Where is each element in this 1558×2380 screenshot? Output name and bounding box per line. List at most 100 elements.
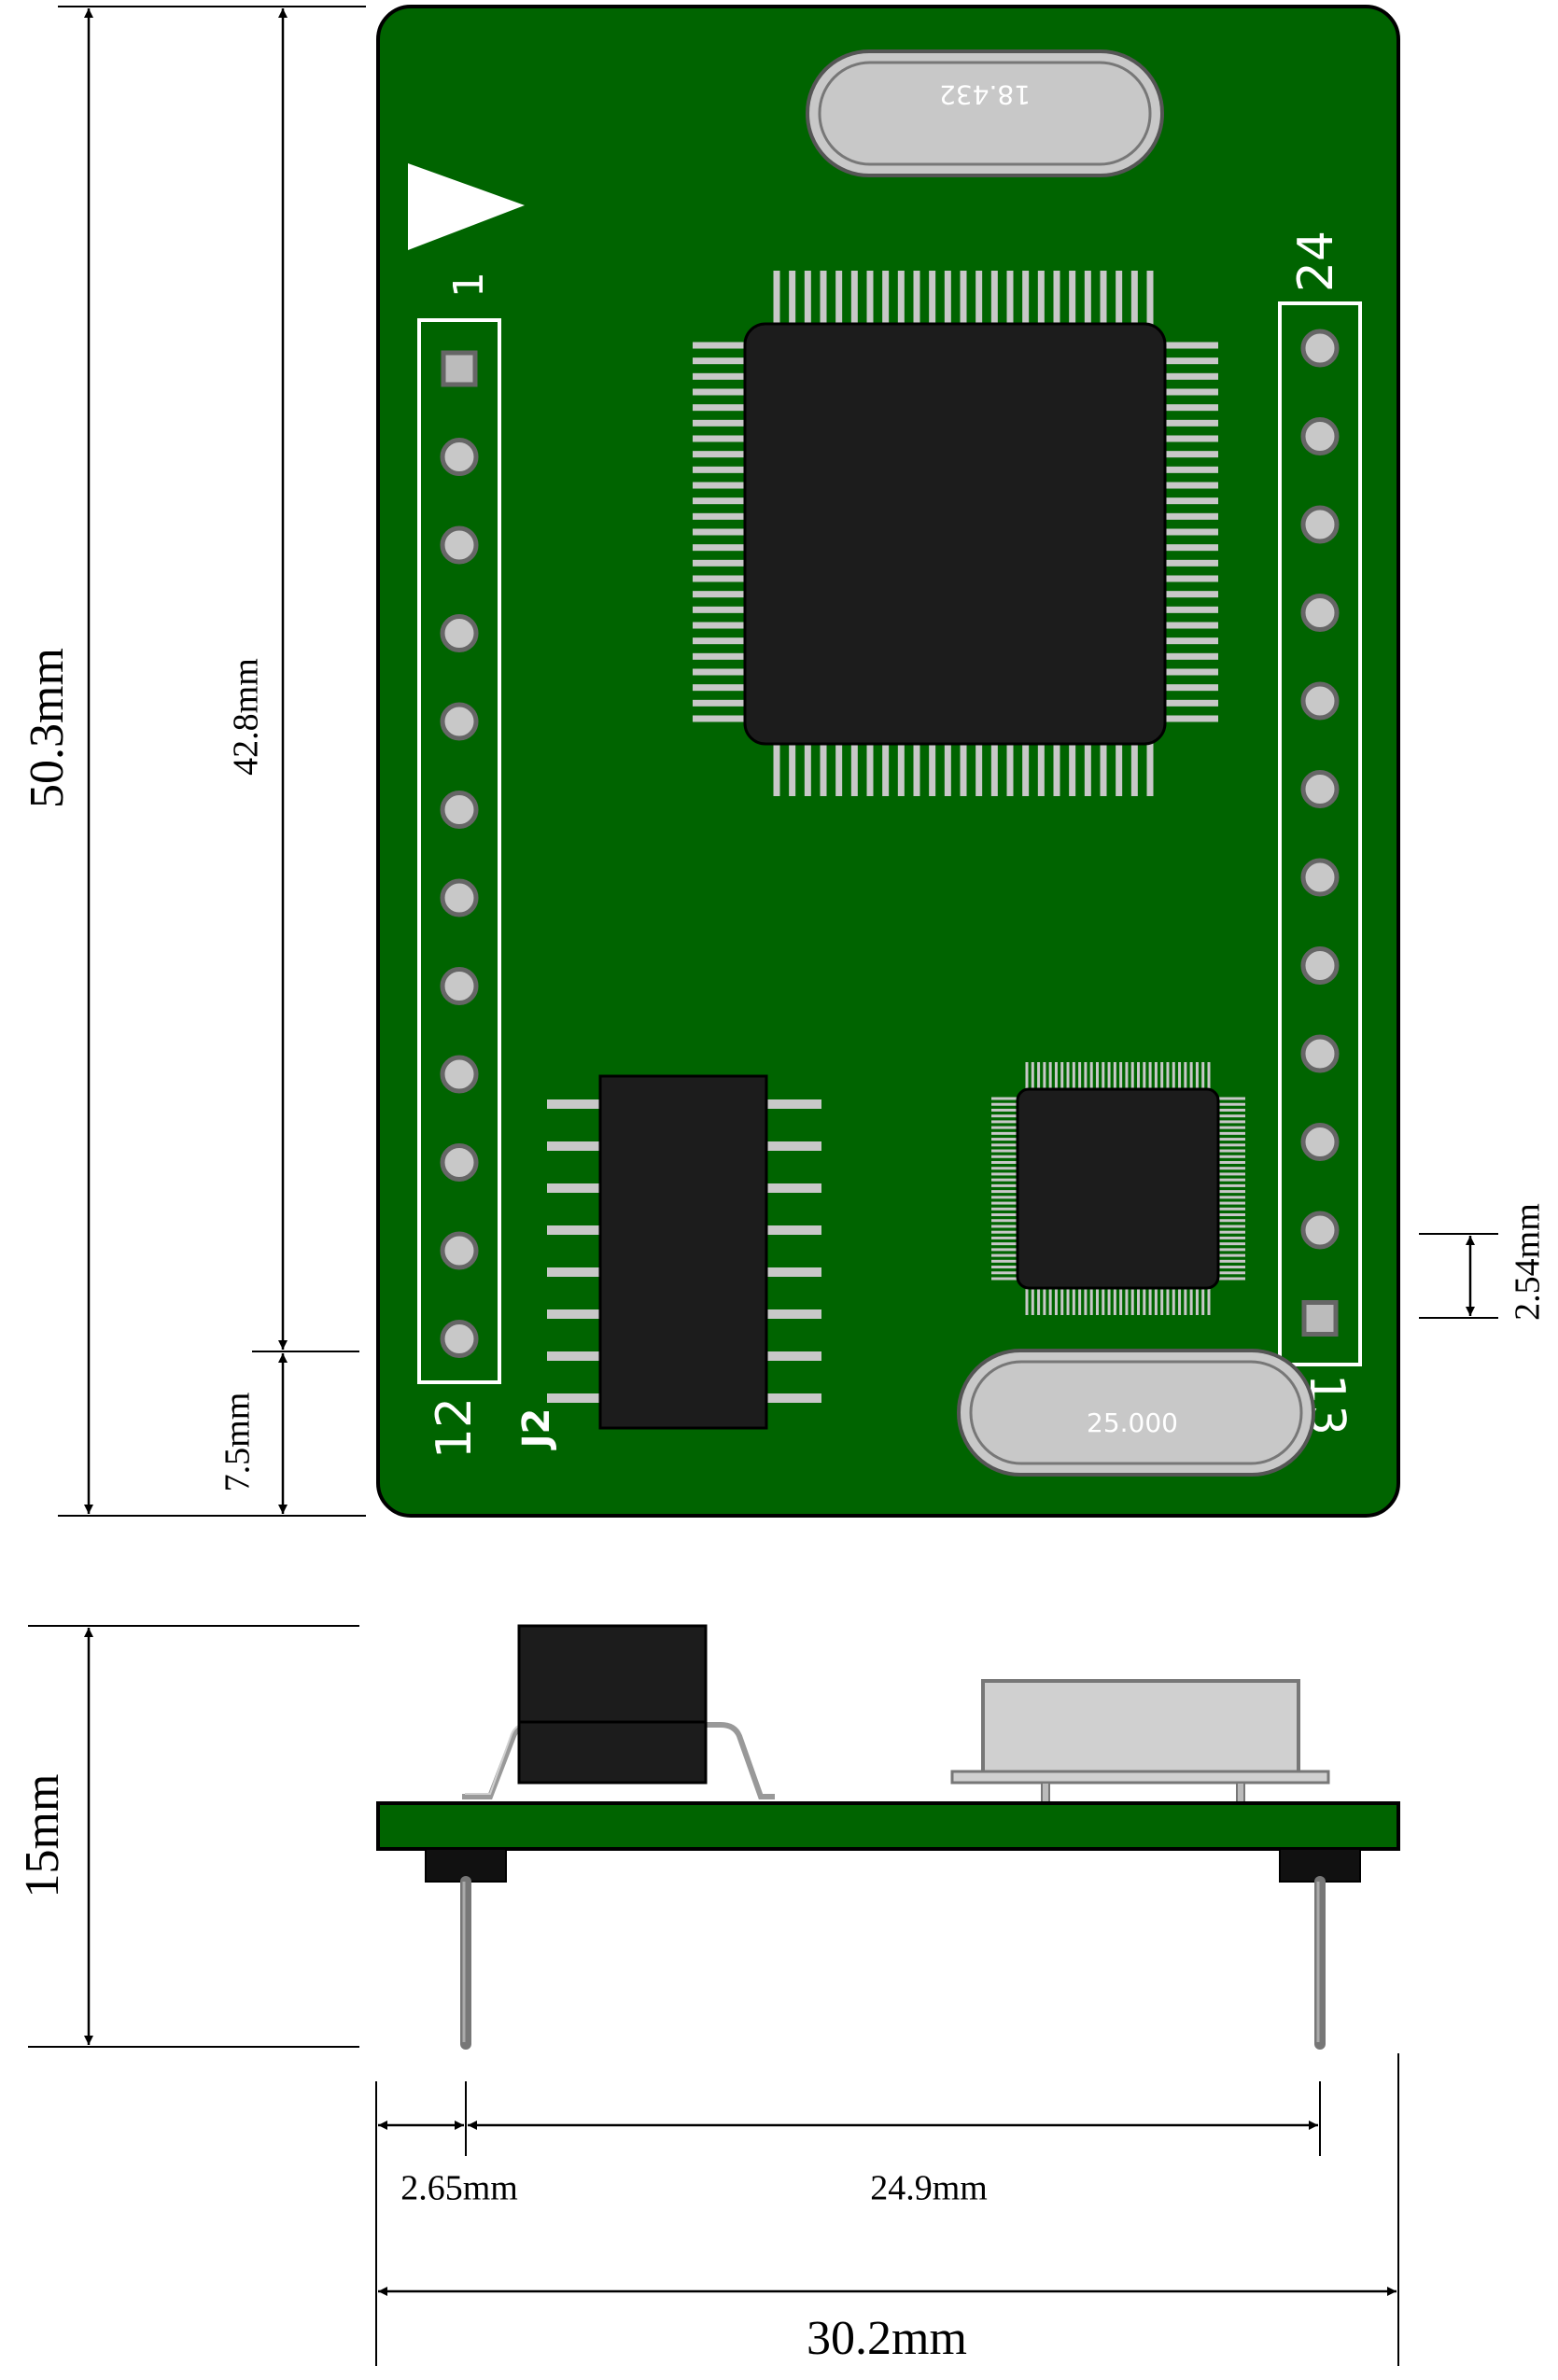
qfp-small-lead [1217,1271,1245,1275]
qfp-small-lead [1166,1287,1170,1315]
pin-pad [1300,1034,1340,1073]
qfp-small-lead [1037,1287,1041,1315]
qfp-small-lead [1217,1259,1245,1263]
pin-pad [440,791,479,829]
qfp-small-lead [1084,1062,1088,1090]
pin1-triangle-icon [408,163,525,250]
qfp-lead [835,271,843,327]
qfp-lead [929,742,936,796]
qfp-lead [773,742,780,796]
pin-1-label: 1 [445,272,493,298]
qfp-lead [835,742,843,796]
qfp-lead [693,451,749,458]
pin-24-label: 24 [1288,231,1344,292]
qfp-small-lead [1078,1062,1082,1090]
qfp-lead [1162,497,1218,505]
qfp-lead [1162,591,1218,598]
qfp-small-lead [1178,1062,1182,1090]
qfp-lead [1162,482,1218,489]
connector-label: J2 [515,1408,558,1451]
pin-pad [1300,417,1340,455]
qfp-small-lead [1217,1183,1245,1187]
qfp-lead [693,466,749,473]
qfp-small-lead [991,1213,1019,1217]
qfp-lead [1162,435,1218,442]
pin-pad [1300,1211,1340,1250]
qfp-lead [1162,404,1218,412]
qfp-small-lead [1172,1062,1175,1090]
qfp-lead [789,271,796,327]
pin-pad [440,967,479,1005]
qfp-lead [820,271,827,327]
soic-lead [547,1141,601,1151]
qfp-lead [693,559,749,567]
qfp-small-lead [1207,1062,1211,1090]
pin-pad [440,1320,479,1358]
pin-pad [440,438,479,476]
qfp-small-lead [1195,1287,1199,1315]
qfp-small-lead [991,1242,1019,1246]
qfp-lead [1037,271,1045,327]
qfp-small-lead [991,1143,1019,1147]
qfp-small-lead [1217,1207,1245,1211]
pin-pad [1300,329,1340,368]
pin-pad [440,1143,479,1182]
soic-lead [765,1267,821,1277]
qfp-lead [944,271,951,327]
qfp-small-lead [1078,1287,1082,1315]
qfp-small-lead [1025,1287,1029,1315]
qfp-small-lead [991,1172,1019,1176]
qfp-lead [1084,271,1091,327]
qfp-lead [693,606,749,613]
qfp-lead [693,652,749,660]
qfp-small-lead [1089,1062,1093,1090]
qfp-small-lead [1031,1062,1034,1090]
qfp-large-chip [743,322,1167,746]
qfp-lead [882,271,890,327]
qfp-small-lead [1119,1287,1123,1315]
side-view-dimensions: 15mm 2.65mm 24.9mm 30.2mm [16,1625,1399,2366]
qfp-small-lead [1178,1287,1182,1315]
pin-pad [440,1231,479,1270]
qfp-lead [1162,388,1218,396]
pin-pad [440,702,479,741]
dim-height-total: 50.3mm [21,648,74,808]
soic-side-body [517,1624,708,1785]
qfp-small-lead [1217,1143,1245,1147]
qfp-small-lead [1048,1062,1052,1090]
side-view [376,1624,1400,2050]
qfp-small-lead [991,1160,1019,1164]
pcb-side [376,1801,1400,1851]
qfp-small-lead [991,1253,1019,1257]
qfp-lead [1006,271,1014,327]
soic-lead [765,1393,821,1403]
right-header-outline [1278,301,1362,1366]
qfp-small-lead [1195,1062,1199,1090]
pin-pad-square [1301,1300,1339,1337]
qfp-small-lead [1217,1120,1245,1124]
qfp-lead [1162,512,1218,520]
qfp-lead [1162,451,1218,458]
qfp-small-lead [1048,1287,1052,1315]
pin-pad [1300,770,1340,808]
qfp-small-chip [1016,1087,1220,1290]
qfp-lead [1162,357,1218,365]
crystal-top: 18.432 [806,49,1164,177]
qfp-lead [1100,742,1107,796]
qfp-small-lead [1217,1201,1245,1205]
qfp-small-lead [1102,1062,1105,1090]
qfp-lead [693,404,749,412]
qfp-large-leads [693,271,1218,796]
qfp-lead [1162,637,1218,645]
qfp-small-lead [1217,1236,1245,1239]
qfp-lead [897,271,905,327]
qfp-small-lead [1217,1242,1245,1246]
qfp-lead [990,742,998,796]
qfp-lead [990,271,998,327]
qfp-lead [1162,342,1218,349]
qfp-small-lead [991,1201,1019,1205]
qfp-lead [1162,466,1218,473]
qfp-small-lead [1217,1108,1245,1112]
qfp-small-lead [1160,1287,1164,1315]
qfp-small-lead [1025,1062,1029,1090]
